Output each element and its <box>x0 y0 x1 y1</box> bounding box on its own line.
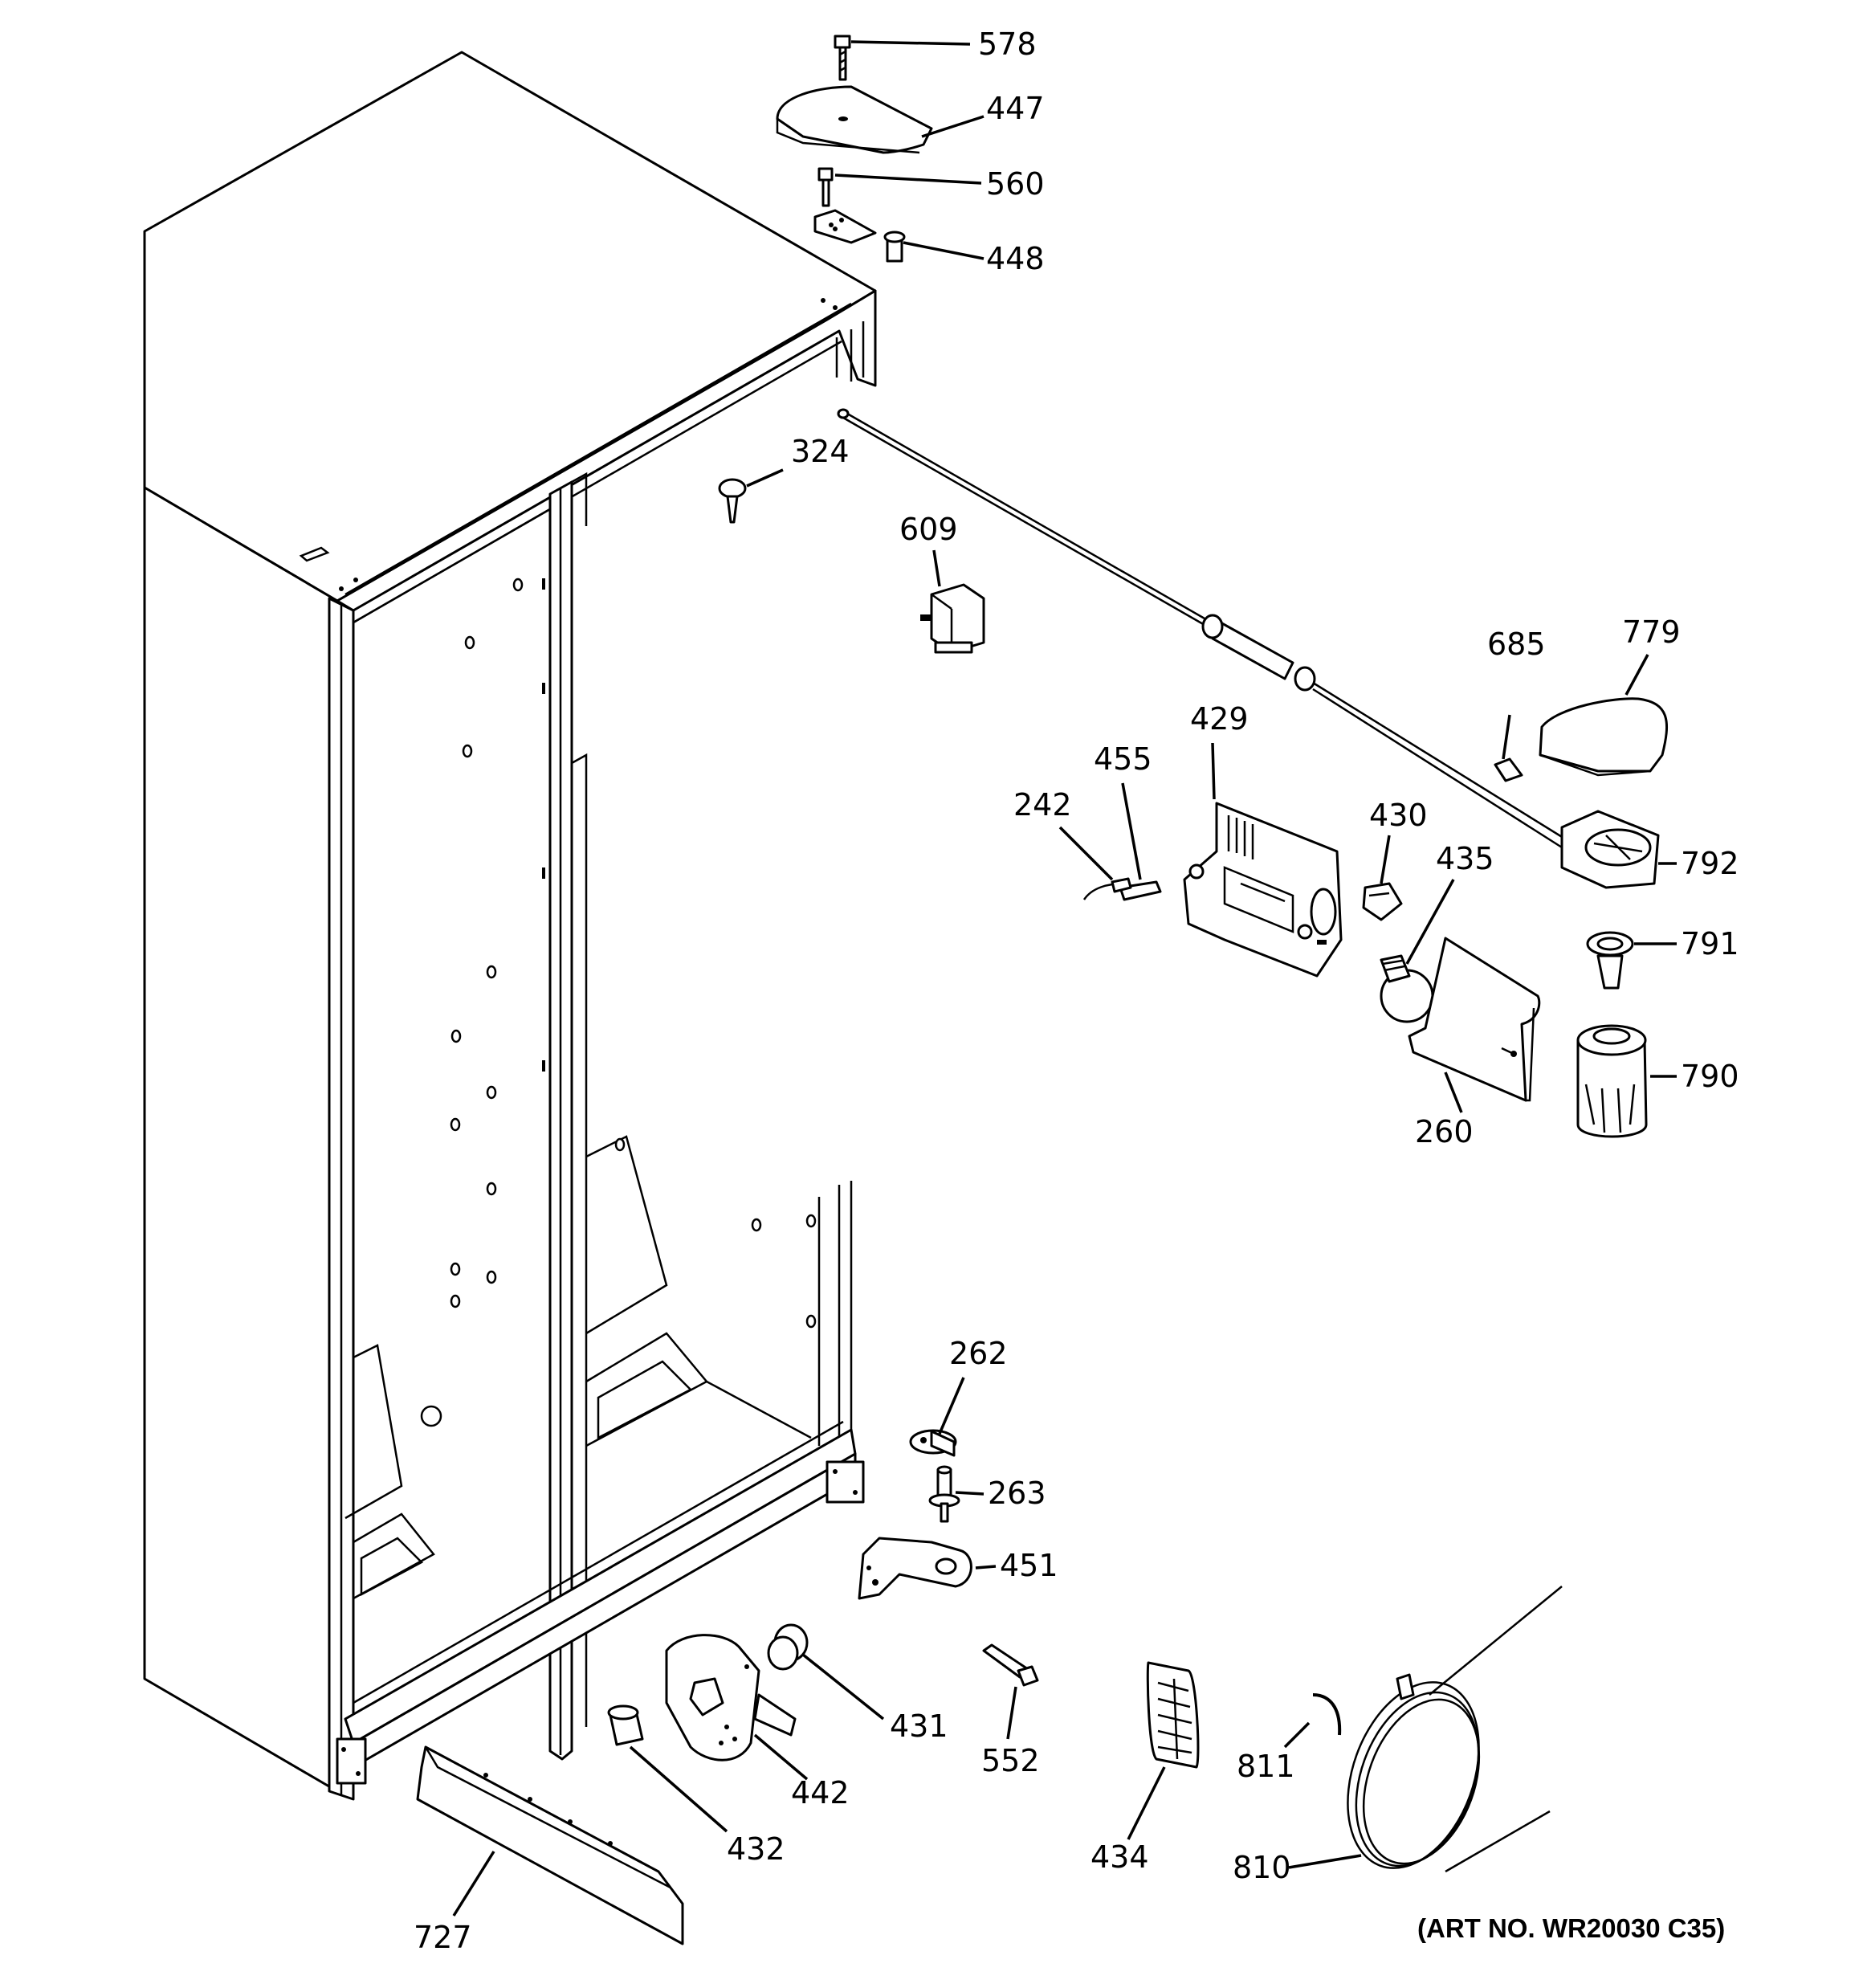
water-line-coil-810 <box>1347 1586 1563 1873</box>
label-811: 811 <box>1237 1749 1295 1784</box>
label-685: 685 <box>1487 627 1546 662</box>
wire-242 <box>1082 877 1132 900</box>
cover-779 <box>1539 697 1668 777</box>
art-number: (ART NO. WR20030 C35) <box>1417 1913 1725 1943</box>
ice-maker-429 <box>1183 802 1343 978</box>
toe-grille-727 <box>416 1745 684 1945</box>
filter-head-791 <box>1586 931 1634 990</box>
hinge-pin-263 <box>928 1465 960 1523</box>
leader-lines <box>452 40 1677 1917</box>
label-430: 430 <box>1369 798 1428 833</box>
hinge-448 <box>813 209 906 263</box>
label-262: 262 <box>949 1336 1008 1371</box>
label-260: 260 <box>1415 1114 1474 1149</box>
label-810: 810 <box>1233 1850 1291 1885</box>
closure-cam-442 <box>665 1634 797 1761</box>
bolt-552 <box>982 1643 1039 1687</box>
screw-685 <box>1494 757 1523 782</box>
label-432: 432 <box>727 1831 785 1867</box>
refrigerator-cabinet <box>143 51 877 1801</box>
label-448: 448 <box>986 241 1045 276</box>
label-431: 431 <box>890 1708 948 1744</box>
label-451: 451 <box>1000 1548 1058 1583</box>
screw-578 <box>834 35 851 81</box>
spacer-432 <box>607 1704 644 1746</box>
fill-tube <box>837 408 1567 849</box>
label-242: 242 <box>1013 787 1072 823</box>
label-434: 434 <box>1090 1839 1149 1875</box>
cabinet-screw-holes <box>450 578 817 1329</box>
label-552: 552 <box>981 1743 1040 1778</box>
label-435: 435 <box>1436 841 1494 876</box>
label-609: 609 <box>899 512 958 547</box>
light-bulb-435 <box>1380 954 1434 1023</box>
callout-labels: 578 447 560 448 324 609 685 779 429 455 … <box>414 27 1739 1955</box>
label-429: 429 <box>1190 701 1249 737</box>
label-442: 442 <box>791 1775 850 1810</box>
bottom-hinge-451 <box>858 1537 972 1600</box>
bushing-431 <box>767 1623 809 1671</box>
label-779: 779 <box>1622 614 1681 650</box>
screw-560 <box>817 167 834 207</box>
label-324: 324 <box>791 434 850 469</box>
plug-324 <box>718 478 747 524</box>
label-447: 447 <box>986 91 1045 126</box>
label-790: 790 <box>1681 1059 1739 1094</box>
switch-609 <box>920 583 985 654</box>
hinge-cover-447 <box>776 85 933 154</box>
vent-grille-434 <box>1146 1661 1200 1769</box>
light-shield-260 <box>1408 937 1541 1102</box>
label-792: 792 <box>1681 846 1739 881</box>
label-560: 560 <box>986 166 1045 202</box>
label-791: 791 <box>1681 926 1739 961</box>
clip-811 <box>1312 1693 1342 1736</box>
label-727: 727 <box>414 1920 472 1955</box>
label-263: 263 <box>988 1476 1046 1511</box>
filter-cartridge-790 <box>1576 1024 1648 1138</box>
hinge-cam-262 <box>909 1429 957 1457</box>
label-578: 578 <box>978 27 1037 62</box>
lamp-socket-430 <box>1362 882 1403 921</box>
label-455: 455 <box>1094 741 1152 777</box>
housing-792 <box>1560 810 1660 889</box>
